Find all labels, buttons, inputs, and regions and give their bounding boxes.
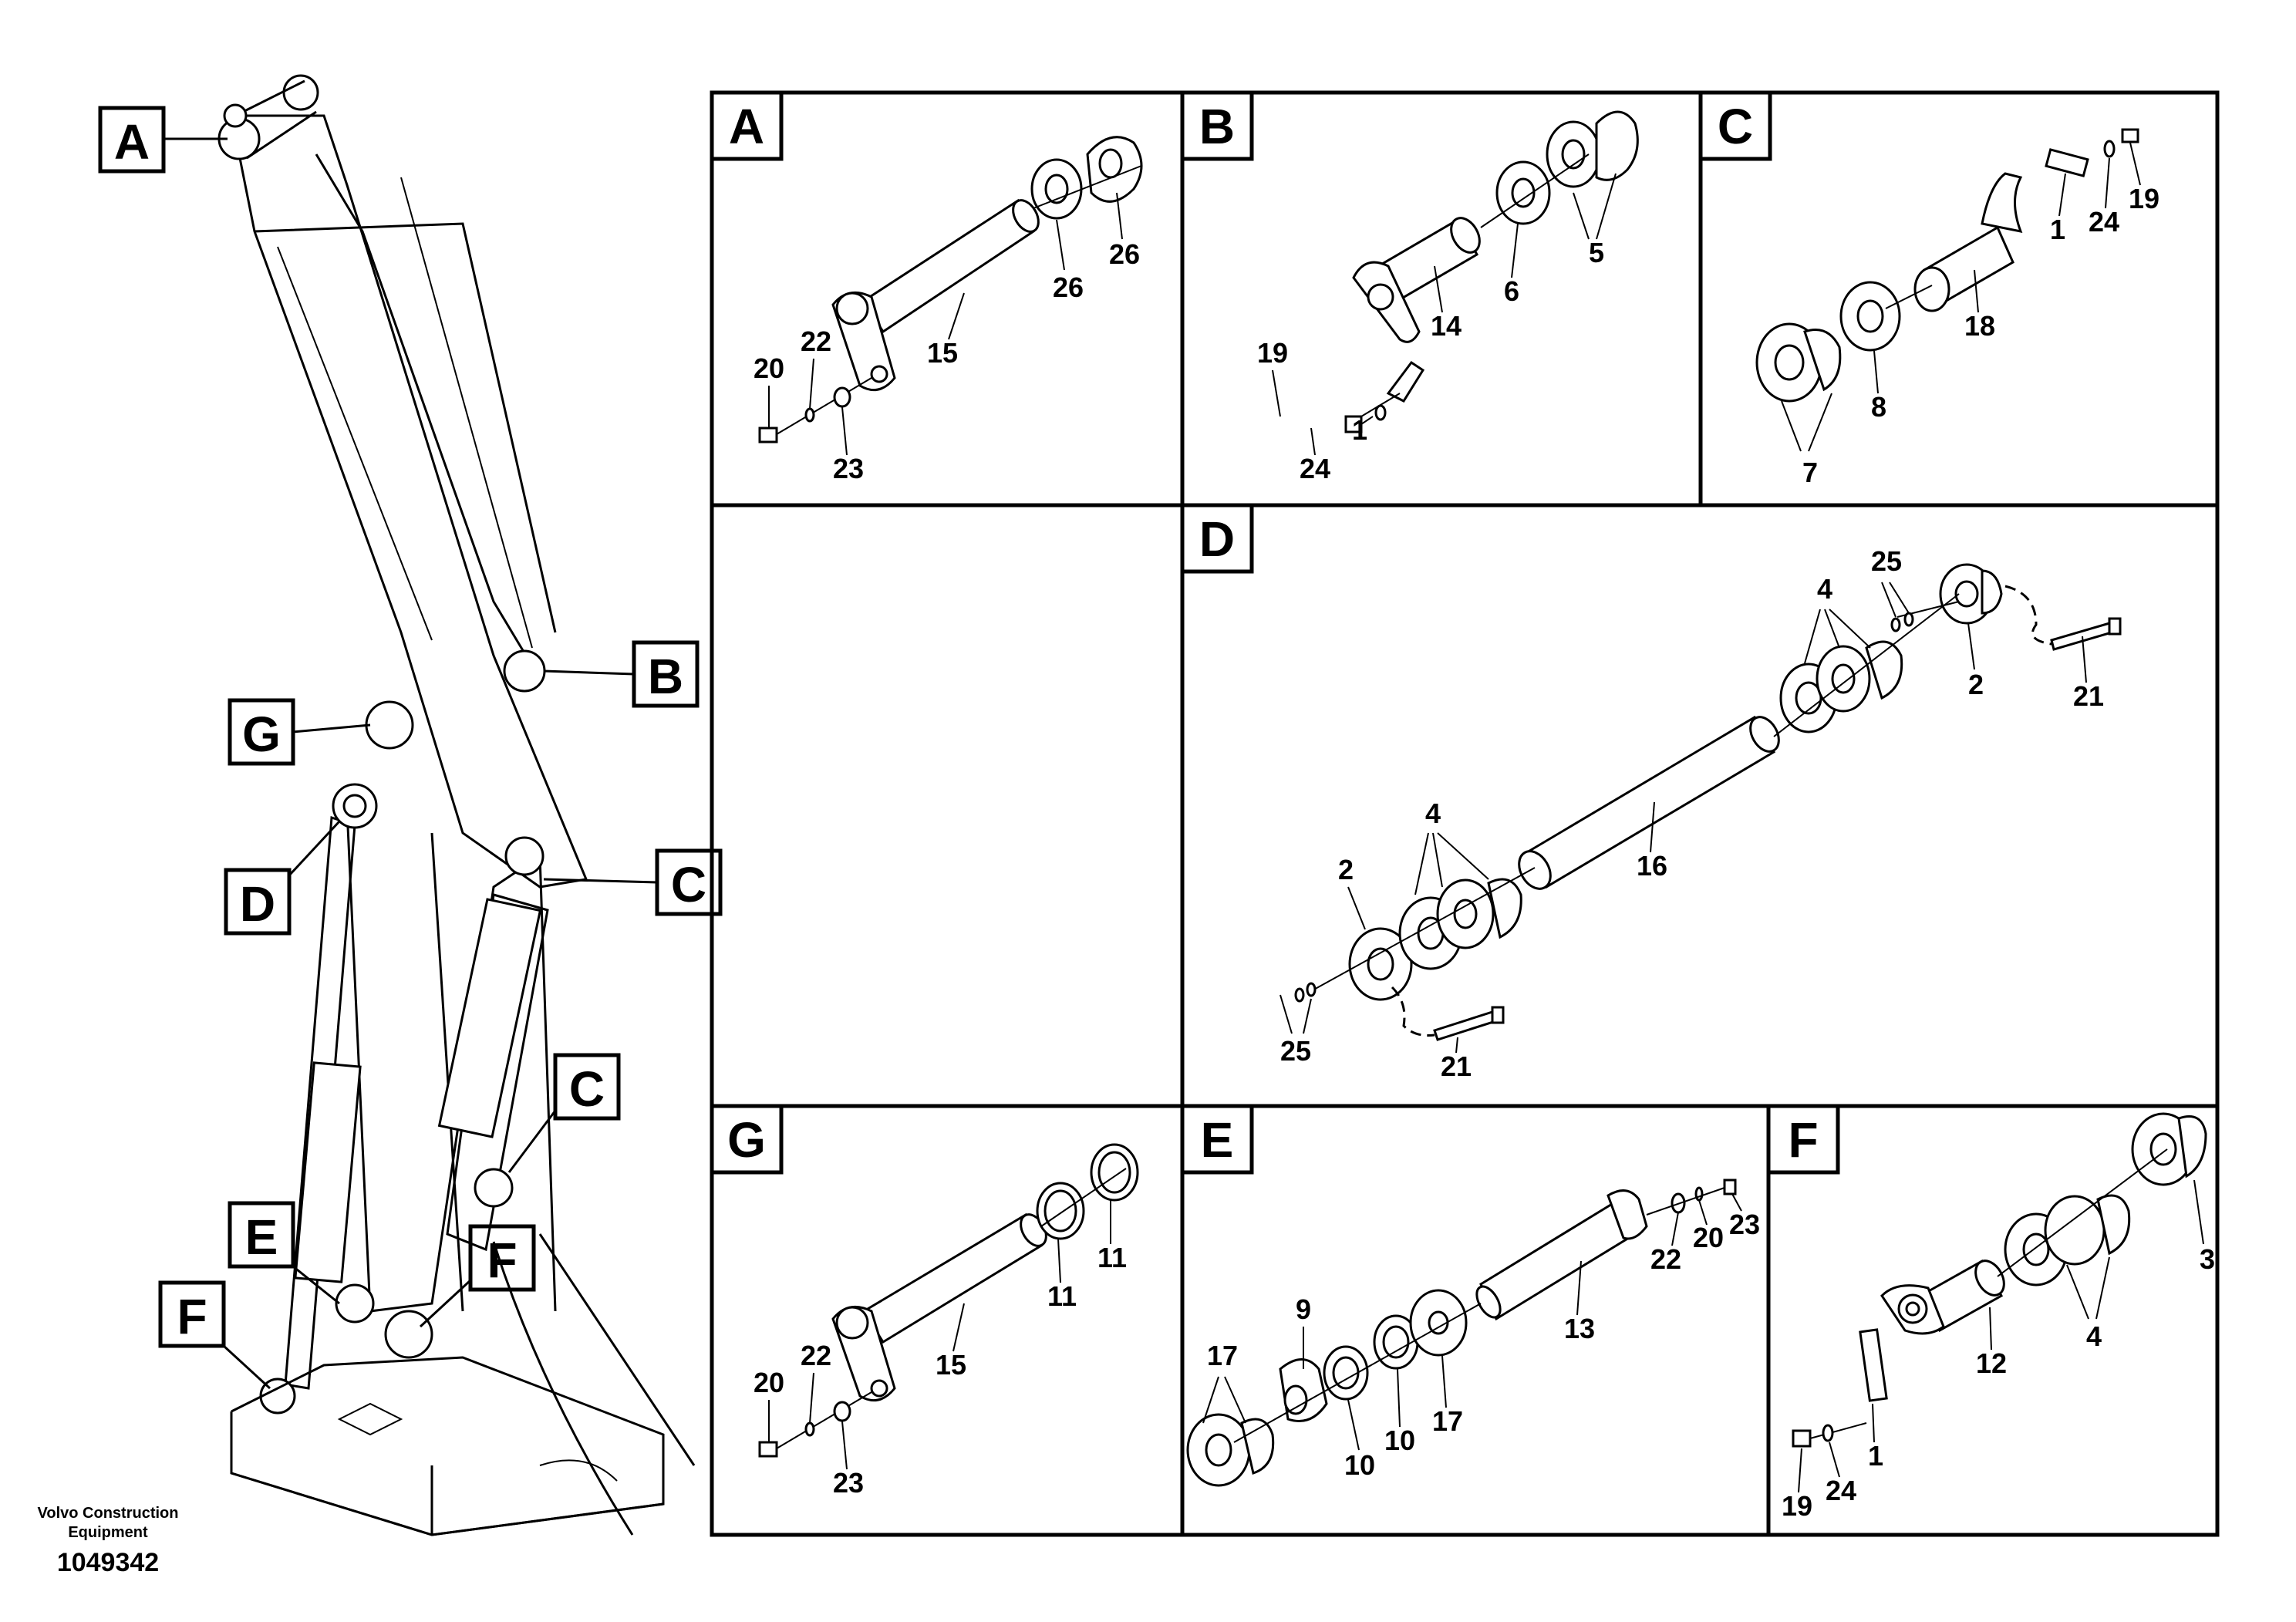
part-number: 15 [936, 1349, 966, 1381]
callout-letter: G [242, 706, 281, 762]
part-number: 17 [1432, 1405, 1463, 1437]
part-number: 7 [1802, 457, 1818, 488]
callout-letter: D [240, 876, 275, 932]
panel-label: A [729, 99, 764, 154]
part-number: 24 [1826, 1475, 1856, 1506]
panel-label: C [1718, 99, 1753, 154]
part-number: 4 [1425, 798, 1441, 829]
panel-frames [710, 90, 2220, 1537]
part-number: 18 [1964, 310, 1995, 342]
overview-callout-G: G [228, 698, 371, 766]
part-number: 26 [1053, 271, 1084, 303]
panel-B: B 5 6 14 19 1 24 [1180, 90, 1639, 484]
part-number: 4 [1817, 573, 1832, 605]
overview-callout-D: D [224, 820, 341, 936]
part-number: 8 [1871, 391, 1886, 423]
callout-letter: C [569, 1061, 605, 1117]
part-number: 4 [2086, 1320, 2102, 1352]
part-number: 20 [754, 352, 784, 384]
drawing-number: 1049342 [57, 1548, 159, 1577]
part-number: 19 [2129, 183, 2159, 214]
overview-callout-C-upper: C [543, 848, 723, 916]
callout-letter: C [671, 857, 706, 912]
part-number: 22 [1650, 1243, 1681, 1275]
part-number: 24 [1300, 453, 1330, 484]
part-number: 15 [927, 337, 958, 369]
part-number: 22 [801, 1340, 831, 1371]
part-number: 10 [1384, 1425, 1415, 1456]
part-number: 19 [1257, 337, 1288, 369]
part-number: 1 [1868, 1440, 1883, 1472]
part-number: 25 [1280, 1035, 1311, 1067]
company-name: Volvo Construction [38, 1505, 179, 1522]
panel-G: G 11 11 15 20 22 23 [710, 1104, 1139, 1499]
overview-callout-A: A [98, 106, 228, 174]
part-number: 21 [2073, 680, 2104, 712]
panel-A: A 15 26 26 20 22 23 [710, 90, 1143, 484]
part-number: 25 [1871, 545, 1902, 577]
part-number: 10 [1344, 1449, 1375, 1481]
part-number: 14 [1431, 310, 1462, 342]
overview-callout-E: E [228, 1201, 340, 1305]
overview-callout-F-left: F [158, 1280, 271, 1390]
overview-callout-C-lower: C [507, 1053, 621, 1173]
callout-letter: B [648, 649, 683, 704]
part-number: 13 [1564, 1313, 1595, 1344]
part-number: 3 [2200, 1243, 2215, 1275]
panel-F: F 3 4 12 1 24 19 [1766, 1104, 2215, 1522]
part-number: 9 [1296, 1293, 1311, 1325]
part-number: 12 [1976, 1347, 2007, 1379]
callout-letter: A [114, 114, 150, 170]
panel-label: F [1788, 1112, 1818, 1168]
panel-label: G [727, 1112, 766, 1168]
boom-overview [217, 74, 696, 1536]
part-number: 11 [1047, 1280, 1077, 1312]
part-number: 21 [1441, 1050, 1472, 1082]
part-number: 23 [833, 453, 864, 484]
callout-letter: F [177, 1289, 207, 1344]
part-number: 16 [1637, 850, 1667, 882]
part-number: 24 [2089, 206, 2119, 238]
part-number: 23 [833, 1467, 864, 1499]
overview-callout-B: B [543, 640, 700, 708]
callout-letter: E [245, 1209, 278, 1265]
part-number: 11 [1097, 1242, 1127, 1273]
part-number: 20 [1693, 1222, 1724, 1253]
part-number: 6 [1504, 275, 1519, 307]
overview-callout-F-right: F [419, 1224, 536, 1328]
part-number: 22 [801, 325, 831, 357]
company-name-2: Equipment [68, 1524, 148, 1541]
part-number: 26 [1109, 238, 1140, 270]
panel-E: E 22 20 23 13 9 17 10 10 [1180, 1104, 1760, 1487]
part-number: 20 [754, 1367, 784, 1398]
panel-label: E [1201, 1112, 1234, 1168]
part-number: 19 [1782, 1490, 1812, 1522]
callout-letter: F [487, 1233, 517, 1288]
part-number: 17 [1207, 1340, 1238, 1371]
part-number: 1 [2050, 214, 2065, 245]
part-number: 1 [1352, 414, 1367, 446]
panel-label: B [1199, 99, 1235, 154]
part-number: 2 [1968, 669, 1984, 700]
part-number: 23 [1729, 1209, 1760, 1240]
part-number: 5 [1589, 237, 1604, 268]
panel-label: D [1199, 511, 1235, 567]
panel-C: C 1 24 19 18 8 7 [1698, 90, 2159, 488]
part-number: 2 [1338, 854, 1354, 885]
panel-D: D 25 [1180, 503, 2122, 1082]
